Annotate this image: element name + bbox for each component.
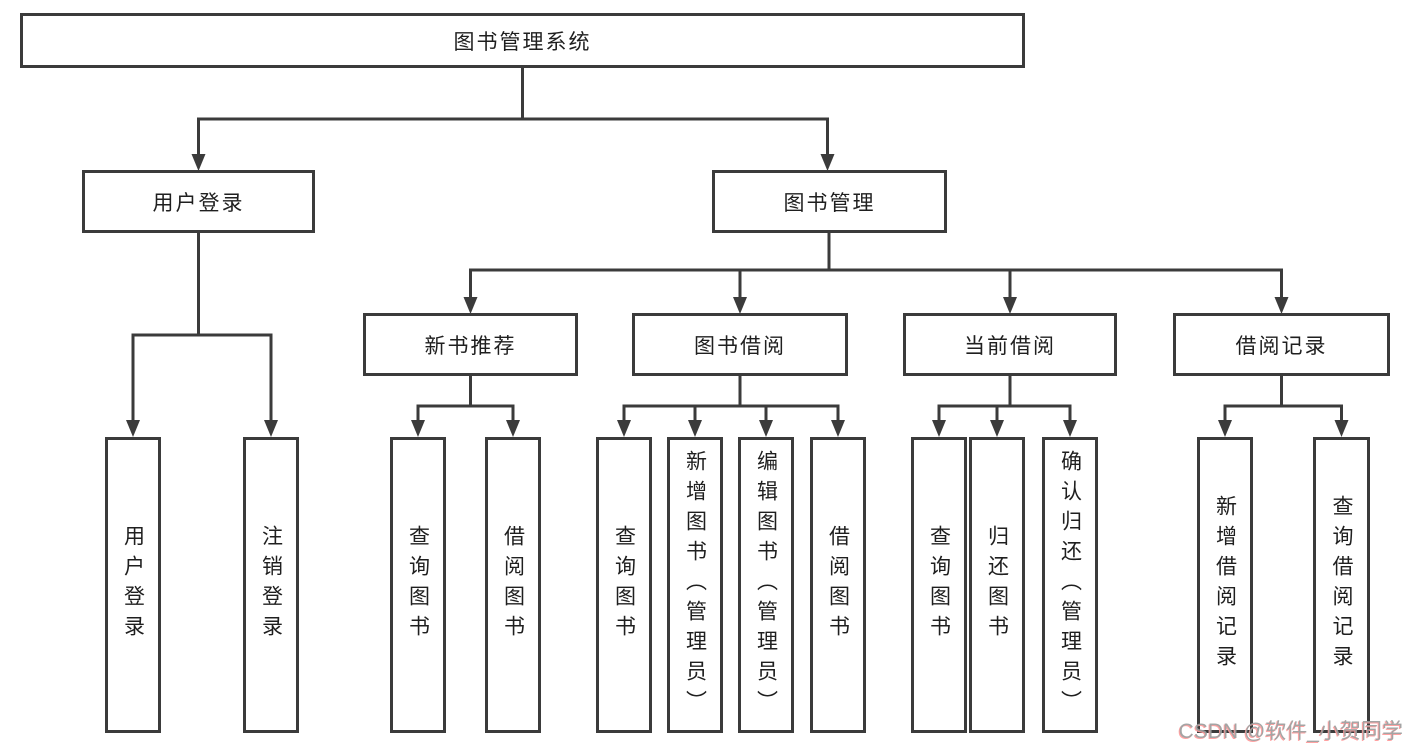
leaf-add-book-admin: 新增图书（管理员）	[667, 437, 723, 733]
leaf-borrow-books: 借阅图书	[810, 437, 866, 733]
leaf-logout: 注销登录	[243, 437, 299, 733]
node-new-book-recommend: 新书推荐	[363, 313, 578, 376]
node-book-management: 图书管理	[712, 170, 947, 233]
leaf-borrow-books-recommend: 借阅图书	[485, 437, 541, 733]
leaf-query-borrow-record: 查询借阅记录	[1313, 437, 1370, 733]
node-root: 图书管理系统	[20, 13, 1025, 68]
leaf-edit-book-admin: 编辑图书（管理员）	[738, 437, 794, 733]
leaf-confirm-return-admin: 确认归还（管理员）	[1042, 437, 1098, 733]
node-current-borrowing: 当前借阅	[903, 313, 1117, 376]
leaf-query-books-recommend: 查询图书	[390, 437, 446, 733]
leaf-query-books-current: 查询图书	[911, 437, 967, 733]
watermark-text: CSDN @软件_小贺同学	[1178, 720, 1403, 743]
leaf-user-login: 用户登录	[105, 437, 161, 733]
node-borrow-records: 借阅记录	[1173, 313, 1390, 376]
node-book-borrowing: 图书借阅	[632, 313, 848, 376]
leaf-return-books: 归还图书	[969, 437, 1025, 733]
arrowhead-group	[126, 154, 1349, 437]
leaf-add-borrow-record: 新增借阅记录	[1197, 437, 1253, 733]
node-user-login: 用户登录	[82, 170, 315, 233]
leaf-query-books-borrowing: 查询图书	[596, 437, 652, 733]
